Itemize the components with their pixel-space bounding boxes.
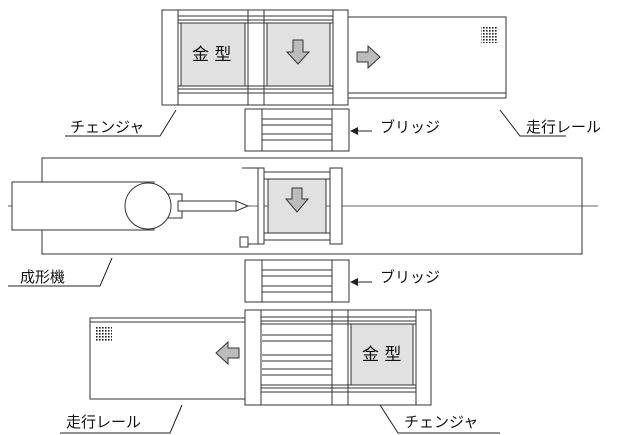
label-bridge-bottom: ブリッジ xyxy=(380,268,441,286)
down-arrow-icon xyxy=(284,187,310,213)
bridge-bottom xyxy=(244,259,350,303)
label-changer-bottom: チェンジャ xyxy=(404,413,479,431)
mold-top xyxy=(180,22,246,87)
label-changer-top: チェンジャ xyxy=(70,118,145,136)
injection-unit xyxy=(11,181,155,231)
leader-lines xyxy=(8,109,566,434)
right-arrow-icon xyxy=(356,44,381,70)
label-bridge-top: ブリッジ xyxy=(380,118,441,136)
hopper xyxy=(124,182,172,230)
down-arrow-icon xyxy=(285,39,311,65)
mold-label-top: 金 型 xyxy=(192,45,232,65)
rail-end-marker-bottom xyxy=(96,326,112,342)
rail-end-marker-top xyxy=(481,27,497,43)
mold-bottom xyxy=(350,323,414,386)
left-arrow-icon xyxy=(215,340,240,366)
travel-rail-bottom xyxy=(89,317,261,400)
mold-label-bottom: 金 型 xyxy=(362,345,402,365)
bridge-top xyxy=(244,108,350,152)
molding-machine xyxy=(8,157,598,255)
label-rail-top: 走行レール xyxy=(526,118,602,136)
label-machine: 成形機 xyxy=(20,268,66,286)
changer-bottom xyxy=(244,309,432,406)
changer-top xyxy=(161,9,381,106)
label-rail-bottom: 走行レール xyxy=(66,413,142,431)
